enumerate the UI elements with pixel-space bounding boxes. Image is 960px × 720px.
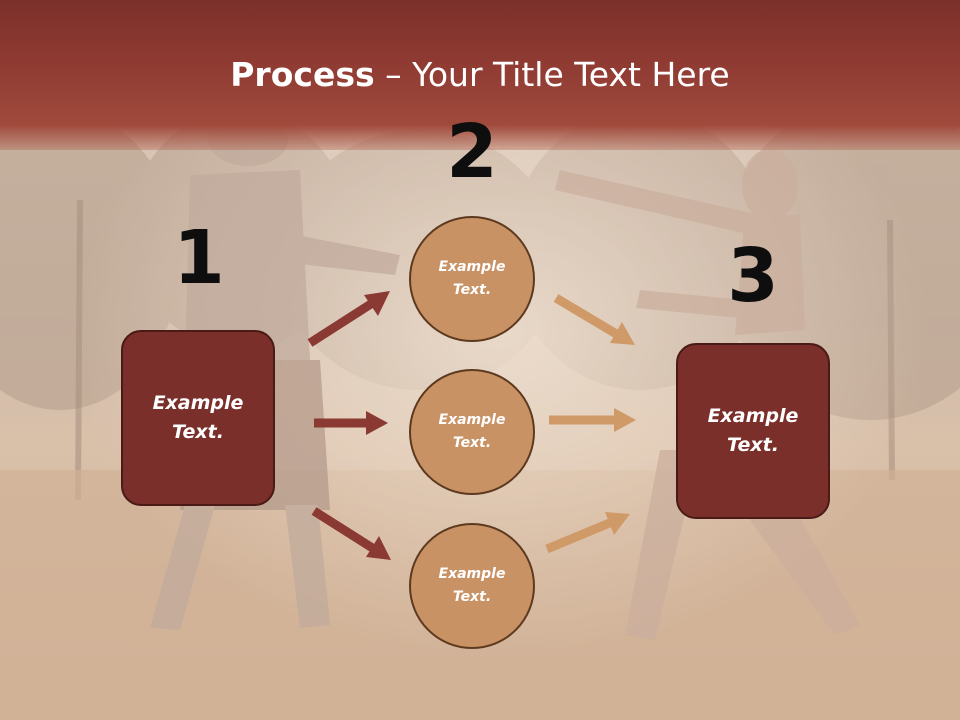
step-2-circle-top[interactable]: Example Text. <box>409 216 535 342</box>
arrow-top-to-right <box>553 294 635 345</box>
arrow-left-to-middle <box>314 411 388 435</box>
step-number-1: 1 <box>173 215 225 301</box>
arrow-middle-to-right <box>549 408 636 432</box>
arrow-bottom-to-right <box>545 512 630 554</box>
step-3-box[interactable]: Example Text. <box>676 343 830 519</box>
step-number-2: 2 <box>446 109 498 195</box>
title-bold-part: Process <box>230 55 375 94</box>
step-1-text: Example Text. <box>152 392 244 443</box>
step-2-circle-bottom[interactable]: Example Text. <box>409 523 535 649</box>
step-2-circle-bottom-text: Example Text. <box>438 566 506 605</box>
step-2-circle-middle-text: Example Text. <box>438 412 506 451</box>
step-2-circle-middle[interactable]: Example Text. <box>409 369 535 495</box>
step-3-text: Example Text. <box>707 405 799 456</box>
title-rest-part: – Your Title Text Here <box>374 55 730 94</box>
step-number-3: 3 <box>727 233 779 319</box>
slide-title[interactable]: Process – Your Title Text Here <box>0 52 960 98</box>
arrow-left-to-bottom <box>311 507 391 560</box>
step-2-circle-top-text: Example Text. <box>438 259 506 298</box>
arrow-left-to-top <box>307 291 390 347</box>
step-1-box[interactable]: Example Text. <box>121 330 275 506</box>
title-bar: Process – Your Title Text Here <box>0 0 960 150</box>
